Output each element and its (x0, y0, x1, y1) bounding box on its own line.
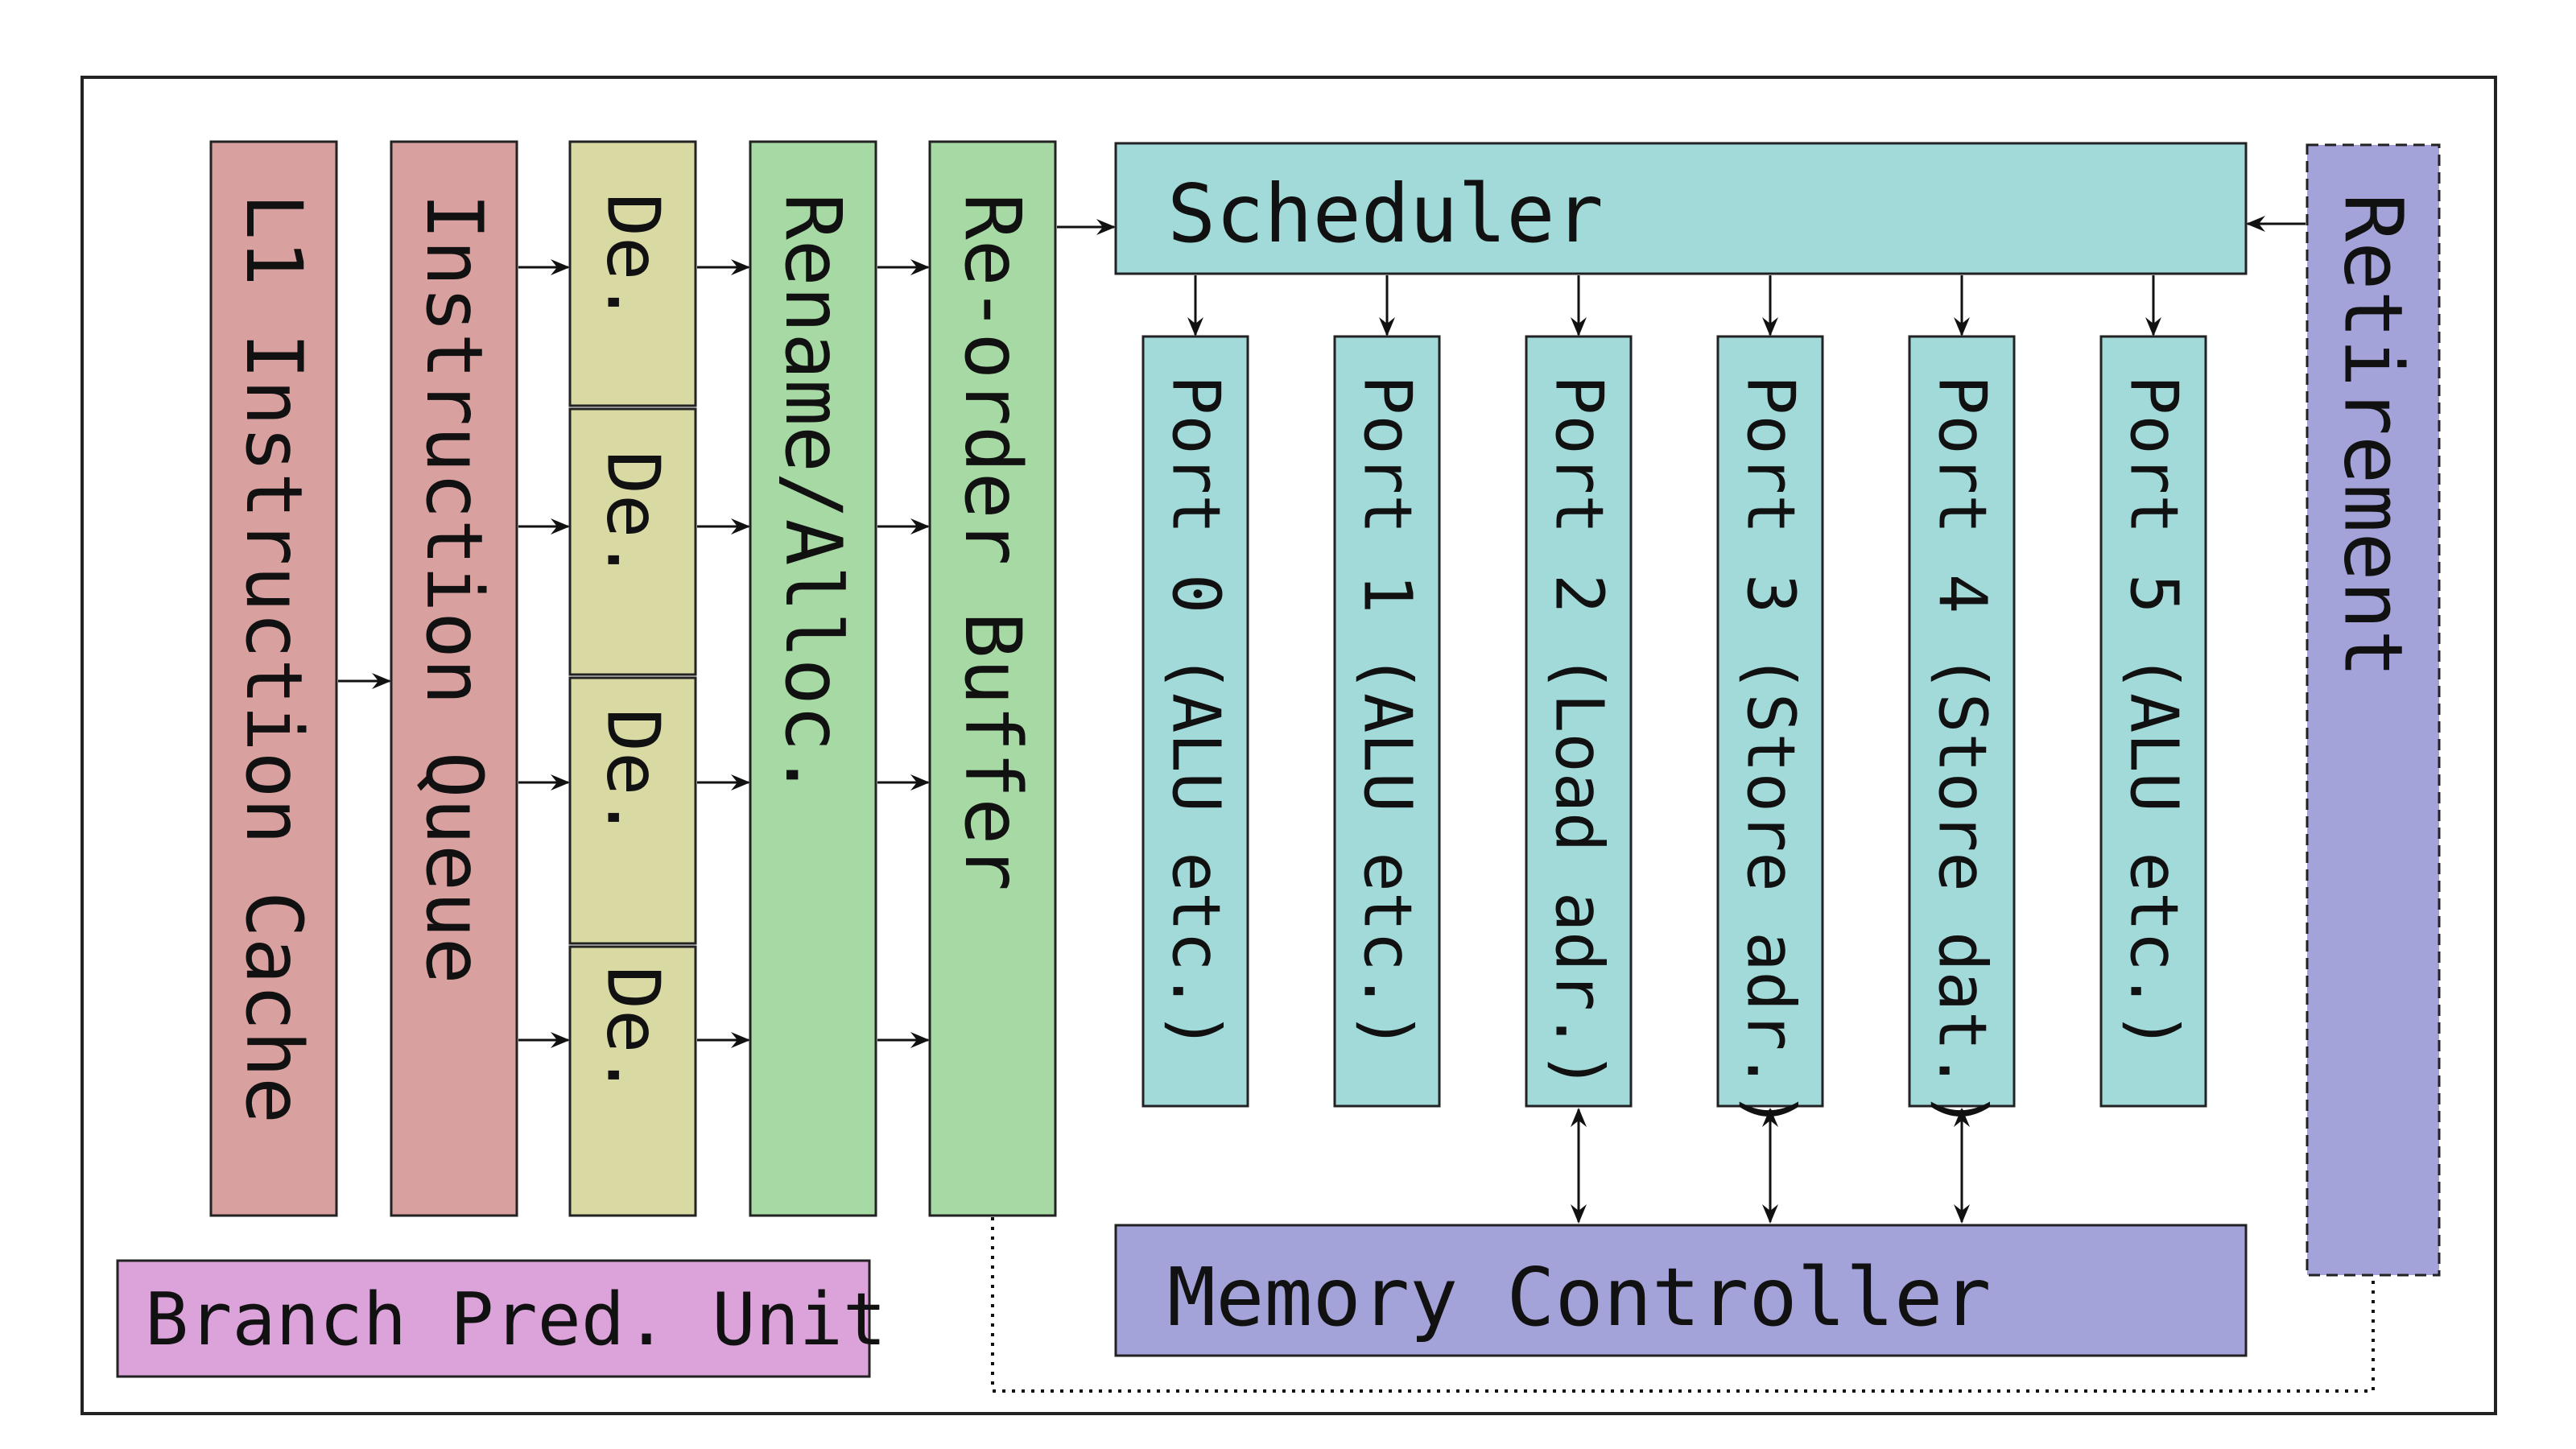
l1-cache-box (209, 140, 338, 1217)
dataflow-arrows (338, 216, 2375, 1393)
decoder-box-1 (568, 140, 697, 407)
port-3-box (1716, 335, 1824, 1108)
port-2-box (1525, 335, 1633, 1108)
retirement-label: Retirement (2326, 193, 2421, 678)
port-5-box (2099, 335, 2207, 1108)
port-2-label: Port 2 (Load adr.) (1541, 375, 1617, 1091)
branch-pred-unit-label: Branch Pred. Unit (145, 1278, 886, 1362)
decoder-label-4: De. (591, 966, 675, 1097)
instruction-queue-block: Instruction Queue (390, 140, 518, 1217)
port-0-box (1141, 335, 1249, 1108)
decoder-box-2 (568, 407, 697, 676)
reorder-buffer-block: Re-order Buffer (928, 140, 1057, 1217)
rename-alloc-box (749, 140, 877, 1217)
dotted-rob-to-retirement-link (991, 1217, 2375, 1393)
scheduler-block: Scheduler (1114, 142, 2248, 275)
instruction-queue-box (390, 140, 518, 1217)
port-0-label: Port 0 (ALU etc.) (1158, 375, 1234, 1051)
rename-alloc-block: Rename/Alloc. (749, 140, 877, 1217)
port-4-label: Port 4 (Store dat.) (1924, 375, 2000, 1130)
execution-ports: Port 0 (ALU etc.) Port 1 (ALU etc.) Port… (1141, 335, 2207, 1130)
decoder-label-3: De. (591, 708, 675, 840)
retirement-box (2306, 143, 2441, 1277)
memory-controller-label: Memory Controller (1167, 1250, 1992, 1344)
rename-alloc-label: Rename/Alloc. (768, 193, 858, 798)
l1-instruction-cache-block: L1 Instruction Cache (209, 140, 338, 1217)
decoder-box-3 (568, 676, 697, 945)
retirement-block: Retirement (2306, 143, 2441, 1277)
l1-cache-label: L1 Instruction Cache (229, 193, 319, 1124)
port-4-box (1908, 335, 2016, 1108)
reorder-buffer-label: Re-order Buffer (947, 193, 1038, 891)
port-5-label: Port 5 (ALU etc.) (2116, 375, 2192, 1051)
memory-controller-box (1114, 1224, 2248, 1357)
scheduler-label: Scheduler (1167, 167, 1604, 261)
decoder-stack: De. De. De. De. (568, 140, 697, 1217)
port-3-label: Port 3 (Store adr.) (1732, 375, 1809, 1130)
memory-controller-block: Memory Controller (1114, 1224, 2248, 1357)
instruction-queue-label: Instruction Queue (409, 193, 499, 985)
port-1-box (1333, 335, 1441, 1108)
decoder-box-4 (568, 945, 697, 1217)
decoder-label-2: De. (591, 451, 675, 582)
decoder-label-1: De. (591, 193, 675, 324)
branch-pred-unit-box (116, 1259, 871, 1378)
scheduler-box (1114, 142, 2248, 275)
branch-pred-unit-block: Branch Pred. Unit (116, 1259, 886, 1378)
reorder-buffer-box (928, 140, 1057, 1217)
port-1-label: Port 1 (ALU etc.) (1349, 375, 1426, 1051)
